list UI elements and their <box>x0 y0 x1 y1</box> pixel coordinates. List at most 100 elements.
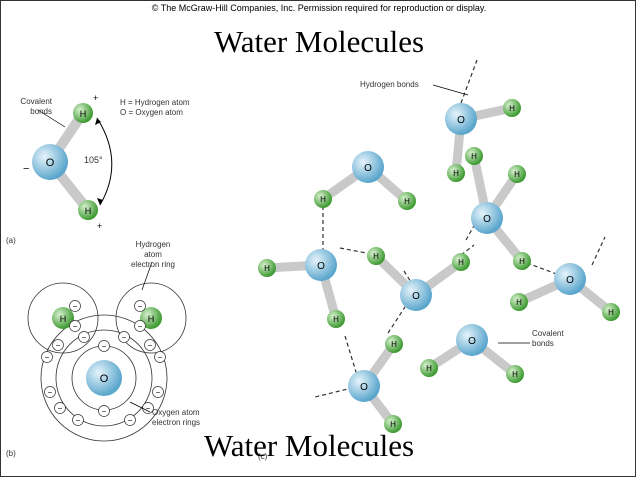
atom-label: H <box>148 314 155 324</box>
oxygen-atom <box>305 249 337 281</box>
legend-line: O = Oxygen atom <box>120 108 183 117</box>
electron-charge: − <box>102 342 107 351</box>
water-molecule: OHH <box>348 335 403 433</box>
electron-charge: − <box>148 341 153 350</box>
leader-line <box>432 84 469 96</box>
water-molecule: OHH <box>367 247 470 311</box>
electron-charge: − <box>138 322 143 331</box>
hydrogen-atom <box>78 200 98 220</box>
hydrogen-ring-label: Hydrogen atom electron ring <box>118 240 188 270</box>
hydrogen-atom <box>52 307 74 329</box>
electron <box>54 402 66 414</box>
hydrogen-atom <box>420 359 438 377</box>
electron <box>154 351 166 363</box>
oxygen-atom <box>471 202 503 234</box>
hydrogen-atom <box>447 164 465 182</box>
angle-arc <box>96 117 113 206</box>
legend-line: H = Hydrogen atom <box>120 98 190 107</box>
electron-charge: − <box>158 353 163 362</box>
hydrogen-bonds-label: Hydrogen bonds <box>360 80 419 89</box>
leader-line <box>37 109 66 128</box>
hydrogen-atom <box>367 247 385 265</box>
oxygen-rings-label: Oxygen atom electron rings <box>152 408 200 428</box>
panel-b-label: (b) <box>6 449 16 458</box>
water-molecule: O H H <box>420 324 524 383</box>
hydrogen-atom <box>508 165 526 183</box>
hydrogen-electron-ring <box>115 282 187 354</box>
atom-label: H <box>426 364 432 373</box>
electron-charge: − <box>138 302 143 311</box>
arrow-head <box>95 118 101 125</box>
hydrogen-atom <box>398 192 416 210</box>
atom-label: H <box>85 206 92 216</box>
electron <box>69 320 81 332</box>
oxygen-atom <box>554 263 586 295</box>
oxygen-atom <box>32 144 68 180</box>
oxygen-atom <box>456 324 488 356</box>
electron <box>118 331 130 343</box>
atom-label: O <box>468 336 476 347</box>
atom-label: H <box>60 314 67 324</box>
hydrogen-atom <box>384 415 402 433</box>
panel-b-electron-diagram: H H O −−−−−−−−−−−−−−−−−− <box>27 261 187 442</box>
electron <box>78 331 90 343</box>
hydrogen-bond <box>591 236 606 266</box>
electron-charge: − <box>102 407 107 416</box>
label-line: Covalent <box>20 97 52 106</box>
water-molecule: O H H <box>258 249 345 328</box>
electron <box>41 351 53 363</box>
angle-label: 105° <box>84 155 103 165</box>
water-molecule: OHH <box>510 263 620 321</box>
atom-label: H <box>471 152 477 161</box>
label-line: Hydrogen <box>135 240 171 249</box>
atom-label: H <box>264 264 270 273</box>
atom-label: H <box>512 370 518 379</box>
electron-charge: − <box>73 302 78 311</box>
label-line: atom <box>144 250 162 259</box>
atom-label: H <box>458 258 464 267</box>
atom-label: H <box>320 195 326 204</box>
leader-line <box>141 261 153 291</box>
electron <box>134 320 146 332</box>
charge-minus: − <box>23 163 29 175</box>
electron-group: −−−−−−−−−−−−−−−−−− <box>41 300 166 426</box>
label-line: bonds <box>30 107 52 116</box>
oxygen-atom <box>352 151 384 183</box>
panel-c-label: (c) <box>258 452 268 461</box>
electron-charge: − <box>58 404 63 413</box>
atom-label: O <box>364 163 372 174</box>
electron <box>134 300 146 312</box>
electron <box>124 414 136 426</box>
hydrogen-atom <box>513 252 531 270</box>
atom-label: H <box>453 169 459 178</box>
label-line: Oxygen atom <box>152 408 200 417</box>
atom-label: O <box>483 214 491 225</box>
atom-label: O <box>566 275 574 286</box>
electron <box>52 339 64 351</box>
atom-label: H <box>519 257 525 266</box>
atom-label: H <box>80 109 87 119</box>
hydrogen-atom <box>503 99 521 117</box>
oxygen-middle-ring <box>55 329 153 427</box>
hydrogen-atom <box>510 293 528 311</box>
legend-label: H = Hydrogen atom O = Oxygen atom <box>120 98 190 118</box>
charge-plus: + <box>97 221 102 231</box>
atom-label: H <box>390 420 396 429</box>
water-molecule: O H H <box>445 99 521 182</box>
atom-label: O <box>360 382 368 393</box>
electron-charge: − <box>82 333 87 342</box>
slide-title-top: Water Molecules <box>213 24 425 59</box>
oxygen-atom <box>400 279 432 311</box>
atom-label: O <box>317 261 325 272</box>
atom-label: H <box>509 104 515 113</box>
electron-charge: − <box>73 322 78 331</box>
atom-label: O <box>457 115 465 126</box>
atom-label: H <box>404 197 410 206</box>
label-line: electron rings <box>152 418 201 427</box>
atom-label: H <box>333 315 339 324</box>
hydrogen-atom <box>506 365 524 383</box>
electron <box>98 340 110 352</box>
oxygen-atom <box>445 103 477 135</box>
